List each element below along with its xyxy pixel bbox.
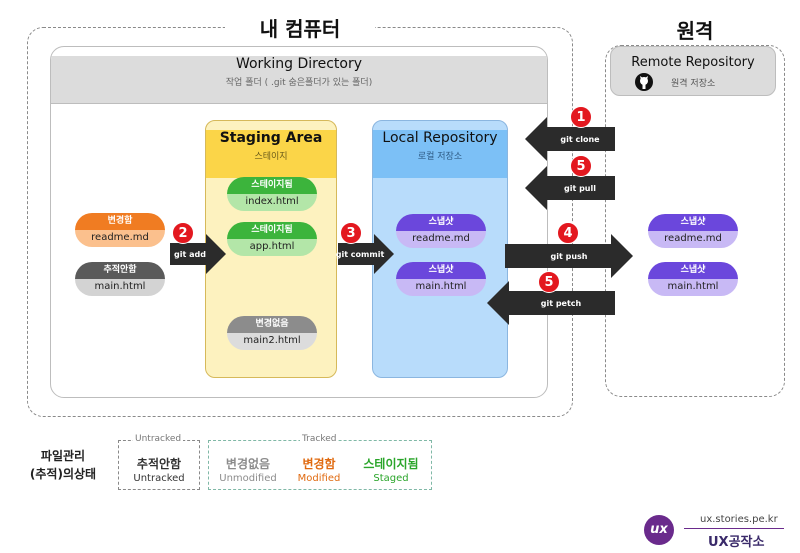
file-name: readme.md (396, 231, 486, 248)
file-pill-untracked-main[interactable]: 추적안함 main.html (75, 262, 165, 296)
file-status: 스냅샷 (648, 214, 738, 231)
brand-logo-icon: ux (644, 515, 674, 545)
file-status: 변경함 (75, 213, 165, 230)
step-badge-pull: 5 (570, 155, 592, 177)
git-add-label: git add (174, 250, 206, 259)
git-fetch-label: git petch (540, 299, 582, 308)
local-repository-subtitle: 로컬 저장소 (417, 152, 463, 162)
step-badge-commit: 3 (340, 222, 362, 244)
file-name: readme.md (648, 231, 738, 248)
remote-boundary (605, 45, 785, 397)
file-pill-unmodified-main2[interactable]: 변경없음 main2.html (227, 316, 317, 350)
remote-file-pill-readme[interactable]: 스냅샷 readme.md (648, 214, 738, 248)
working-directory-title: Working Directory (235, 56, 363, 72)
file-name: readme.md (75, 230, 165, 247)
brand-divider (684, 528, 784, 529)
file-pill-staged-app[interactable]: 스테이지됨 app.html (227, 222, 317, 256)
legend-staged: 스테이지됨 Staged (354, 455, 428, 484)
local-repository-panel: Local Repository 로컬 저장소 (372, 120, 508, 378)
legend-untracked-en: Untracked (133, 473, 185, 484)
git-pull-arrow[interactable]: git pull (525, 166, 615, 210)
brand-url: ux.stories.pe.kr (700, 514, 778, 525)
file-status: 추적안함 (75, 262, 165, 279)
remote-repository-panel: Remote Repository 원격 저장소 (610, 46, 776, 96)
remote-file-pill-main[interactable]: 스냅샷 main.html (648, 262, 738, 296)
legend-title-line2: (추적)의상태 (29, 467, 97, 481)
git-push-label: git push (550, 252, 588, 261)
legend-title-line1: 파일관리 (40, 449, 86, 463)
file-name: main.html (75, 279, 165, 296)
git-commit-arrow[interactable]: git commit (336, 234, 394, 274)
file-name: index.html (227, 194, 317, 211)
legend-modified-en: Modified (297, 473, 341, 484)
file-status: 변경없음 (227, 316, 317, 333)
legend-unmodified: 변경없음 Unmodified (212, 455, 284, 484)
remote-title: 원격 (655, 15, 735, 44)
file-status: 스냅샷 (648, 262, 738, 279)
file-pill-modified-readme[interactable]: 변경함 readme.md (75, 213, 165, 247)
remote-repository-subtitle: 원격 저장소 (671, 79, 716, 89)
working-directory-header: Working Directory 작업 폴더 ( .git 숨은폴더가 있는 … (51, 56, 547, 104)
my-computer-title: 내 컴퓨터 (225, 13, 375, 42)
legend-tracked-group-label: Tracked (300, 434, 339, 444)
legend-unmodified-kr: 변경없음 (225, 457, 271, 471)
file-name: main.html (648, 279, 738, 296)
file-status: 스테이지됨 (227, 177, 317, 194)
file-name: main2.html (227, 333, 317, 350)
file-name: app.html (227, 239, 317, 256)
working-directory-subtitle: 작업 폴더 ( .git 숨은폴더가 있는 폴더) (225, 78, 373, 88)
github-icon (635, 73, 653, 91)
legend-untracked: 추적안함 Untracked (118, 455, 200, 484)
git-add-arrow[interactable]: git add (170, 234, 226, 274)
legend-untracked-group-label: Untracked (133, 434, 184, 444)
git-clone-arrow[interactable]: git clone (525, 117, 615, 161)
staging-area-header: Staging Area 스테이지 (206, 130, 336, 178)
remote-repository-title: Remote Repository (631, 55, 755, 70)
step-badge-push: 4 (557, 222, 579, 244)
file-name: main.html (396, 279, 486, 296)
git-fetch-arrow[interactable]: git petch (487, 281, 615, 325)
file-pill-staged-index[interactable]: 스테이지됨 index.html (227, 177, 317, 211)
file-status: 스테이지됨 (227, 222, 317, 239)
git-push-arrow[interactable]: git push (505, 234, 633, 278)
file-pill-snapshot-readme[interactable]: 스냅샷 readme.md (396, 214, 486, 248)
brand-name: UX공작소 (708, 535, 765, 550)
legend-title: 파일관리 (추적)의상태 (18, 447, 108, 483)
git-commit-label: git commit (335, 250, 385, 259)
legend-modified-kr: 변경함 (302, 457, 336, 471)
step-badge-fetch: 5 (538, 271, 560, 293)
legend-untracked-kr: 추적안함 (136, 457, 182, 471)
legend-staged-en: Staged (373, 473, 409, 484)
step-badge-clone: 1 (570, 106, 592, 128)
local-repository-title: Local Repository (382, 130, 498, 146)
step-badge-add: 2 (172, 222, 194, 244)
git-clone-label: git clone (560, 135, 600, 144)
file-pill-snapshot-main[interactable]: 스냅샷 main.html (396, 262, 486, 296)
git-pull-label: git pull (564, 184, 596, 193)
legend-unmodified-en: Unmodified (219, 473, 277, 484)
legend-modified: 변경함 Modified (284, 455, 354, 484)
staging-area-title: Staging Area (219, 130, 323, 146)
file-status: 스냅샷 (396, 262, 486, 279)
file-status: 스냅샷 (396, 214, 486, 231)
legend-staged-kr: 스테이지됨 (363, 457, 419, 471)
local-repository-header: Local Repository 로컬 저장소 (373, 130, 507, 178)
staging-area-subtitle: 스테이지 (254, 152, 288, 162)
